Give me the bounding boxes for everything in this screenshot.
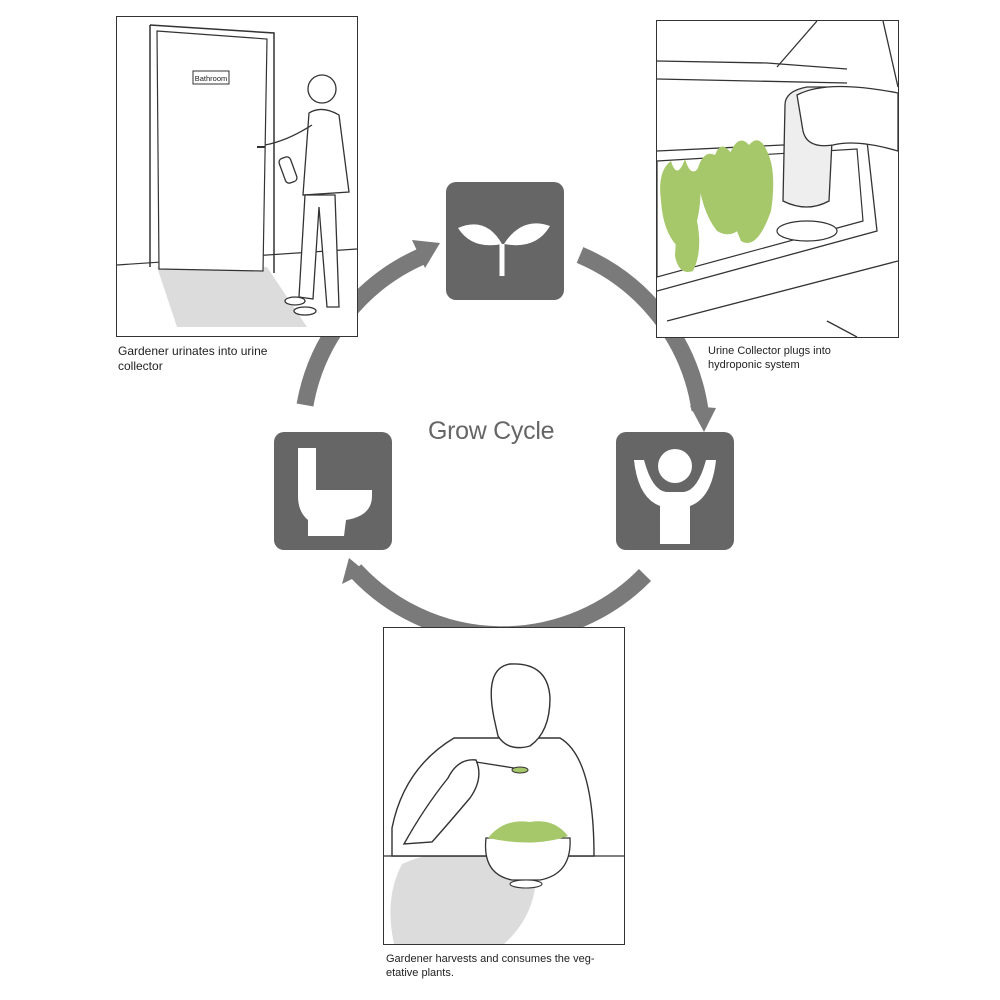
arrowhead-left bbox=[342, 558, 366, 584]
door-sign: Bathroom bbox=[195, 74, 228, 83]
panel-bathroom: Bathroom bbox=[116, 16, 358, 337]
arc-bottom bbox=[348, 564, 652, 644]
caption-plug: Urine Collector plugs into hydroponic sy… bbox=[708, 345, 831, 371]
diagram-title: Grow Cycle bbox=[428, 417, 555, 445]
panel-harvest bbox=[383, 627, 625, 945]
toilet-icon bbox=[274, 432, 392, 550]
panel-hydroponic bbox=[656, 20, 899, 338]
caption-harvest: Gardener harvests and consumes the veg- … bbox=[386, 953, 595, 979]
caption-urinate: Gardener urinates into urine collector bbox=[118, 344, 268, 373]
sprout-icon bbox=[446, 182, 564, 300]
arrowhead-right bbox=[690, 406, 716, 432]
arrowhead-top bbox=[412, 240, 440, 268]
person-icon bbox=[616, 432, 734, 550]
